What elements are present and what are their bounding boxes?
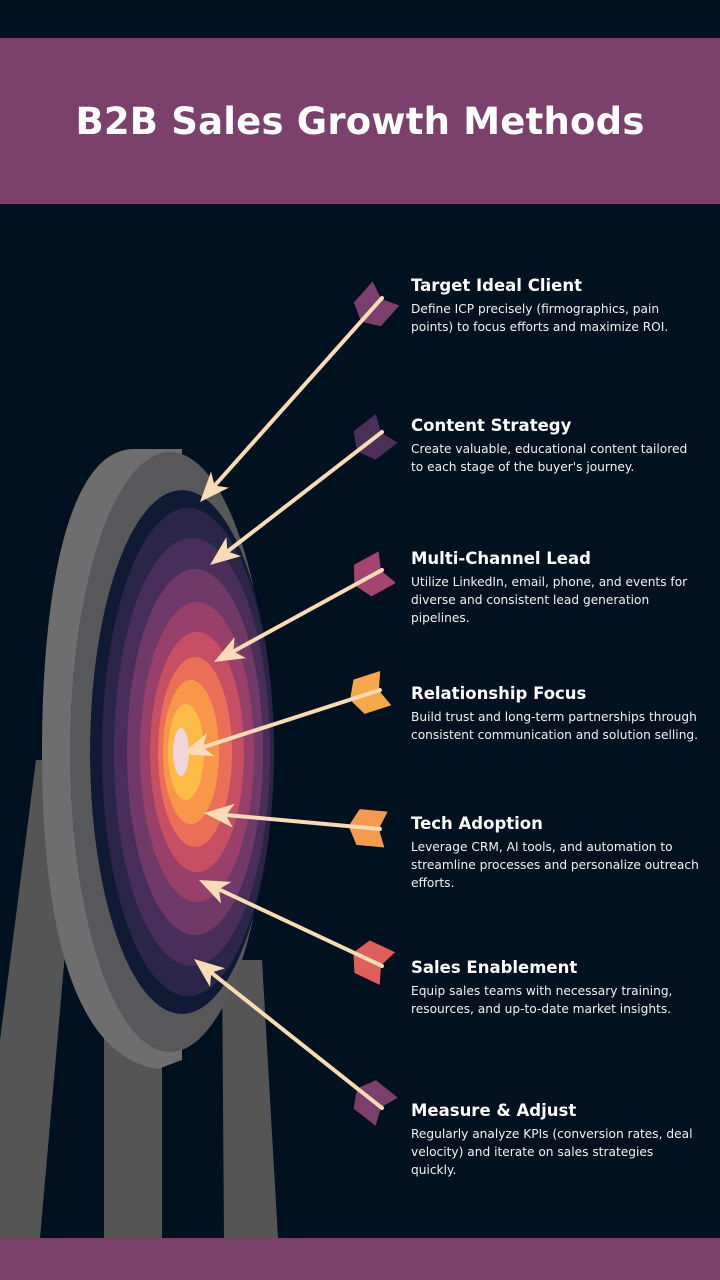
target-rings [90, 490, 274, 1014]
arrow-head [200, 471, 229, 502]
arrow-shaft [204, 296, 384, 497]
arrow-head [199, 880, 232, 904]
arrow-3 [214, 551, 396, 662]
arrow-5 [204, 803, 388, 848]
arrow-4 [182, 671, 392, 757]
method-title: Relationship Focus [411, 684, 587, 703]
method-title: Multi-Channel Lead [411, 549, 591, 568]
arrow-shaft [220, 568, 384, 660]
method-measure-and-adjust: Measure & Adjust Regularly analyze KPIs … [411, 1101, 701, 1179]
method-title: Sales Enablement [411, 958, 578, 977]
arrow-head [182, 733, 215, 757]
arrow-7 [194, 959, 398, 1126]
arrow-1 [200, 281, 400, 502]
arrow-6 [199, 880, 396, 985]
method-description: Build trust and long-term partnerships t… [411, 710, 699, 742]
footer-bar [0, 1238, 720, 1280]
method-relationship-focus: Relationship Focus Build trust and long-… [411, 684, 701, 744]
page-title: B2B Sales Growth Methods [75, 99, 645, 143]
method-tech-adoption: Tech Adoption Leverage CRM, AI tools, an… [411, 814, 701, 892]
method-multi-channel-lead: Multi-Channel Lead Utilize LinkedIn, ema… [411, 549, 701, 627]
title-banner: B2B Sales Growth Methods [0, 38, 720, 204]
method-title: Tech Adoption [411, 814, 543, 833]
arrow-head [210, 537, 242, 565]
method-description: Utilize LinkedIn, email, phone, and even… [411, 575, 688, 625]
method-description: Regularly analyze KPIs (conversion rates… [411, 1127, 693, 1177]
arrow-2 [210, 414, 398, 565]
arrow-shaft [199, 963, 384, 1110]
arrow-shaft [215, 430, 384, 561]
method-description: Create valuable, educational content tai… [411, 442, 688, 474]
target-ring-10 [173, 728, 189, 776]
method-content-strategy: Content Strategy Create valuable, educat… [411, 416, 701, 476]
method-target-ideal-client: Target Ideal Client Define ICP precisely… [411, 276, 701, 336]
method-title: Content Strategy [411, 416, 572, 435]
arrows [182, 281, 400, 1126]
arrow-shaft [189, 688, 382, 753]
method-description: Equip sales teams with necessary trainin… [411, 984, 673, 1016]
arrow-shaft [206, 882, 384, 968]
method-sales-enablement: Sales Enablement Equip sales teams with … [411, 958, 701, 1018]
method-title: Measure & Adjust [411, 1101, 577, 1120]
method-description: Define ICP precisely (firmographics, pai… [411, 302, 669, 334]
arrow-head [194, 959, 225, 988]
method-title: Target Ideal Client [411, 276, 582, 295]
arrow-head [204, 803, 235, 828]
method-description: Leverage CRM, AI tools, and automation t… [411, 840, 699, 890]
arrow-head [214, 637, 247, 662]
arrow-shaft [211, 811, 382, 831]
stand-leg-right [222, 960, 278, 1238]
